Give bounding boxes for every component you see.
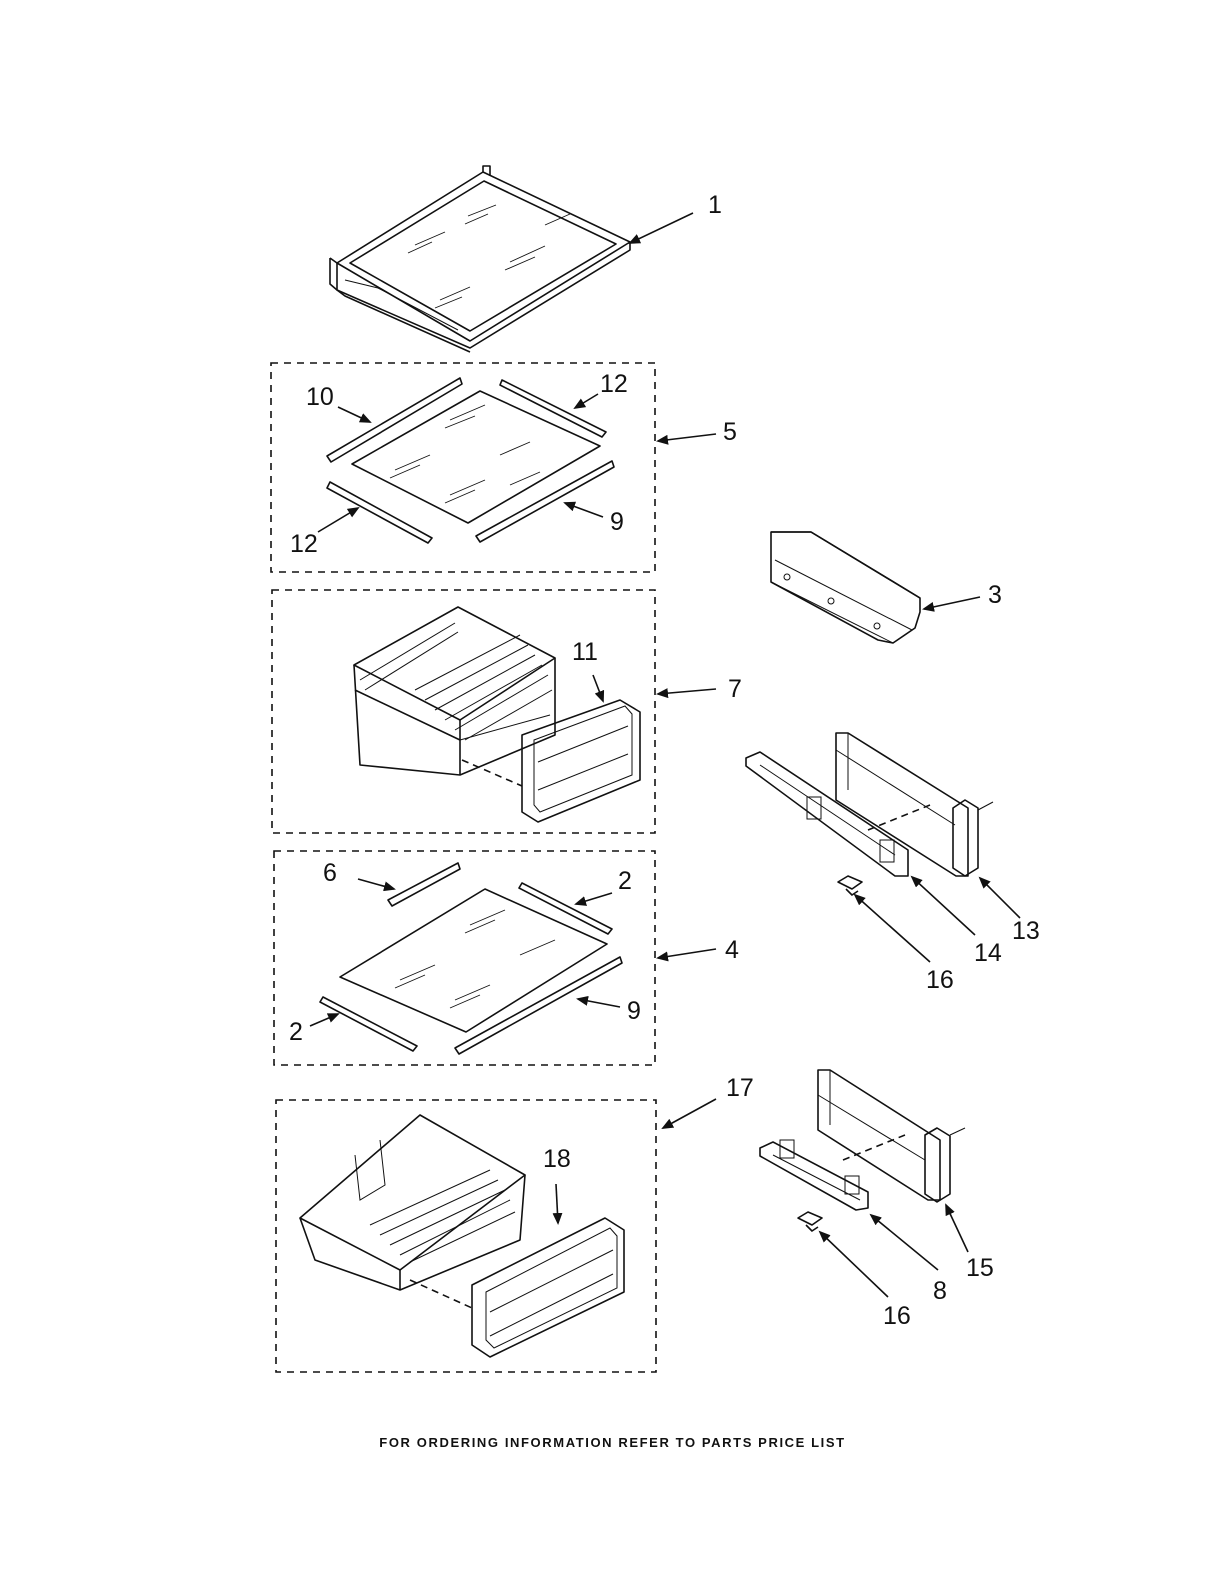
crisper-rail-part-3	[771, 532, 920, 643]
callout-15: 15	[966, 1254, 994, 1282]
callout-12-top: 12	[600, 370, 628, 398]
callout-3: 3	[988, 581, 1002, 609]
glass-shelf-assembly-part	[330, 166, 630, 352]
callout-5: 5	[723, 418, 737, 446]
meat-drawer-part-17	[300, 1115, 525, 1308]
drawer-slide-part-15	[760, 1070, 965, 1210]
callout-9-bottom: 9	[627, 997, 641, 1025]
callout-14: 14	[974, 939, 1002, 967]
callout-6: 6	[323, 859, 337, 887]
callout-16-bottom: 16	[883, 1302, 911, 1330]
drawer-slide-part-13	[746, 733, 993, 876]
leader-lines	[310, 213, 1020, 1297]
callout-2-bottom: 2	[289, 1018, 303, 1046]
callout-2-top: 2	[618, 867, 632, 895]
callout-11: 11	[572, 638, 598, 666]
callout-16-top: 16	[926, 966, 954, 994]
screw-part-16b	[798, 1212, 822, 1231]
callout-18: 18	[543, 1145, 571, 1173]
screw-part-16a	[838, 876, 862, 895]
callout-17: 17	[726, 1074, 754, 1102]
callout-4: 4	[725, 936, 739, 964]
shelf-glass-part-4	[320, 863, 622, 1054]
callout-12-bottom: 12	[290, 530, 318, 558]
callout-8: 8	[933, 1277, 947, 1305]
callout-13: 13	[1012, 917, 1040, 945]
crisper-drawer-part-7	[354, 607, 555, 786]
ordering-info-footer: FOR ORDERING INFORMATION REFER TO PARTS …	[0, 1435, 1225, 1450]
callout-1: 1	[708, 191, 722, 219]
callout-7: 7	[728, 675, 742, 703]
callout-9-top: 9	[610, 508, 624, 536]
assembly-box-7	[272, 590, 655, 833]
shelf-glass-part-5	[327, 378, 614, 543]
callout-10: 10	[306, 383, 334, 411]
meat-drawer-front-part-18	[472, 1218, 624, 1357]
callout-labels: 1 10 12 5 12 9 3 11 7 6 2 4 9 2 13 14 16…	[289, 191, 1040, 1330]
